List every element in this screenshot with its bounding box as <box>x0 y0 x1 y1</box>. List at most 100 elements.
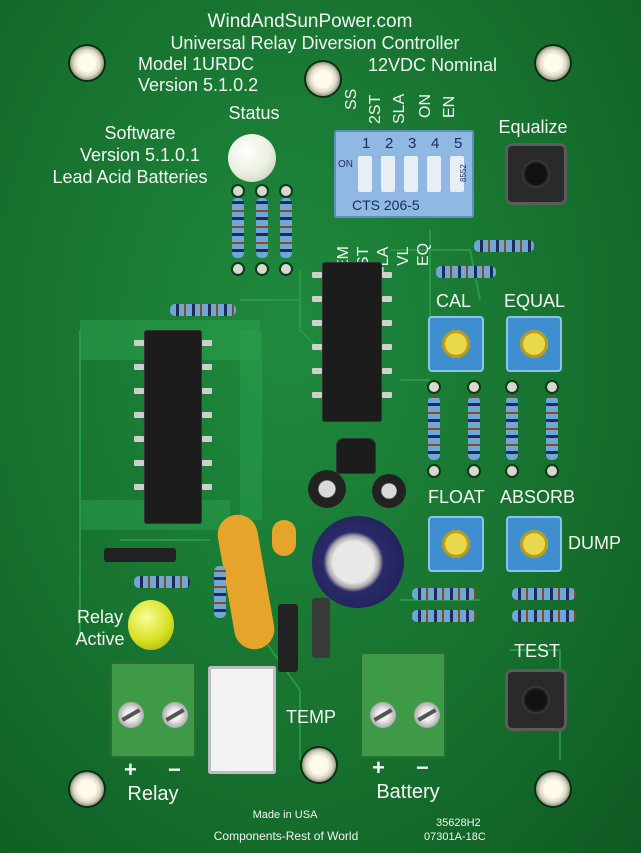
resistor <box>134 576 190 588</box>
resistor <box>232 198 244 258</box>
resistor <box>412 588 476 600</box>
solder-pad <box>257 186 267 196</box>
temp-sensor-connector[interactable] <box>208 666 276 774</box>
ic-pin <box>382 392 392 398</box>
cal-trimpot[interactable] <box>428 316 484 372</box>
relay-active-label: Relay <box>76 607 124 627</box>
mounting-hole <box>536 772 570 806</box>
float-label: FLOAT <box>428 487 485 507</box>
status-label: Status <box>228 103 280 123</box>
dump-label: DUMP <box>568 533 621 553</box>
relay-minus-label: − <box>168 757 181 782</box>
ic-pin <box>382 344 392 350</box>
dip-lever[interactable] <box>358 156 372 192</box>
ic-pin <box>312 296 322 302</box>
electrolytic-capacitor <box>312 516 404 608</box>
solder-pad <box>281 186 291 196</box>
dip-lever[interactable] <box>404 156 418 192</box>
board-title: Universal Relay Diversion Controller <box>170 33 460 53</box>
ic-pin <box>202 364 212 370</box>
float-trimpot[interactable] <box>428 516 484 572</box>
ceramic-capacitor <box>272 520 296 556</box>
dip-switch[interactable]: 1 2 3 4 5 ON CTS 206-5 8552 <box>334 130 474 218</box>
mounting-hole <box>306 62 340 96</box>
terminal-screw[interactable] <box>414 702 440 728</box>
dip-number: 3 <box>408 135 417 152</box>
resistor <box>468 396 480 460</box>
resistor <box>256 198 268 258</box>
nominal-voltage-label: 12VDC Nominal <box>368 55 498 75</box>
serial-label: 07301A-18C <box>424 831 486 843</box>
mounting-hole <box>70 772 104 806</box>
software-label: Software <box>104 123 176 143</box>
absorb-trimpot[interactable] <box>506 516 562 572</box>
resistor <box>512 610 576 622</box>
ic-pin <box>312 344 322 350</box>
absorb-label: ABSORB <box>500 487 576 507</box>
dip-number: 1 <box>362 135 371 152</box>
ic-pin <box>202 340 212 346</box>
battery-label: Battery <box>376 781 440 803</box>
battery-plus-label: + <box>372 755 385 780</box>
dip-lever[interactable] <box>450 156 464 192</box>
mounting-hole <box>536 46 570 80</box>
solder-pad <box>547 466 557 476</box>
ic-pin <box>202 388 212 394</box>
battery-type: Lead Acid Batteries <box>52 167 208 187</box>
terminal-screw[interactable] <box>118 702 144 728</box>
trimpot-dial <box>442 530 470 558</box>
capacitor <box>308 470 346 508</box>
model-label: Model 1URDC <box>138 54 255 74</box>
dip-on-label: ON <box>338 159 353 170</box>
dip-brand: CTS 206-5 <box>352 197 420 213</box>
equalize-button[interactable] <box>508 146 564 202</box>
status-led <box>228 134 276 182</box>
trimpot-dial <box>442 330 470 358</box>
dip-lever[interactable] <box>381 156 395 192</box>
dip-lever[interactable] <box>427 156 441 192</box>
microcontroller-chip <box>322 262 382 422</box>
ic-pin <box>134 388 144 394</box>
relay-plus-label: + <box>124 757 137 782</box>
mounting-hole <box>70 46 104 80</box>
resistor <box>436 266 496 278</box>
equalize-label: Equalize <box>498 117 568 137</box>
resistor <box>512 588 576 600</box>
solder-pad <box>233 264 243 274</box>
dip-top-label: SLA <box>391 93 408 124</box>
ic-pin <box>202 460 212 466</box>
solder-pad <box>469 382 479 392</box>
solder-pad <box>507 466 517 476</box>
resistor <box>280 198 292 258</box>
relay-active-label: Active <box>75 629 125 649</box>
made-in-label: Made in USA <box>252 809 318 821</box>
ic-pin <box>134 460 144 466</box>
equal-trimpot[interactable] <box>506 316 562 372</box>
resistor <box>412 610 476 622</box>
solder-pad <box>547 382 557 392</box>
ic-pin <box>382 368 392 374</box>
ic-pin <box>134 484 144 490</box>
terminal-screw[interactable] <box>162 702 188 728</box>
ic-pin <box>382 320 392 326</box>
voltage-regulator <box>336 438 376 474</box>
ic-pin <box>134 436 144 442</box>
button-cap <box>522 686 550 714</box>
test-button[interactable] <box>508 672 564 728</box>
solder-pad <box>257 264 267 274</box>
trimpot-dial <box>520 530 548 558</box>
ic-pin <box>202 436 212 442</box>
ic-pin <box>202 412 212 418</box>
button-cap <box>522 160 550 188</box>
battery-terminal-block[interactable] <box>360 652 446 758</box>
solder-pad <box>469 466 479 476</box>
dip-code: 8552 <box>459 164 468 182</box>
relay-terminal-block[interactable] <box>110 662 196 758</box>
relay-active-led <box>128 600 174 650</box>
diode <box>104 548 176 562</box>
ic-pin <box>312 392 322 398</box>
ic-pin <box>382 272 392 278</box>
terminal-screw[interactable] <box>370 702 396 728</box>
equal-label: EQUAL <box>504 291 566 311</box>
